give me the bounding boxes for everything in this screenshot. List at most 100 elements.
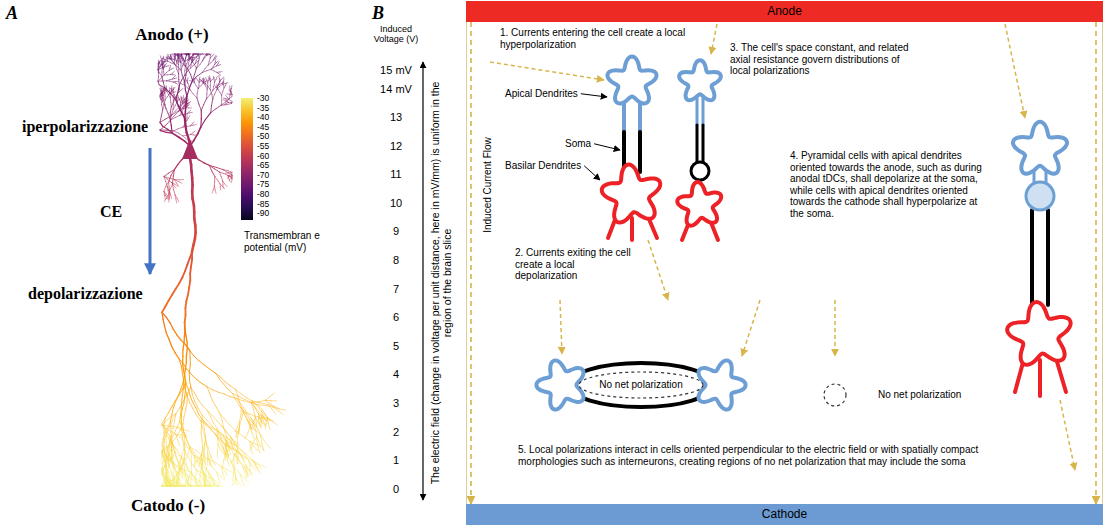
neuron-dendrite <box>161 93 162 95</box>
neuron-dendrite <box>168 179 172 182</box>
neuron-dendrite <box>162 447 167 452</box>
neuron-dendrite <box>194 356 199 361</box>
neuron-dendrite <box>199 54 201 55</box>
neuron-dendrite <box>164 73 166 76</box>
voltage-tick: 5 <box>393 340 399 353</box>
neuron-dendrite <box>231 92 232 94</box>
neuron-dendrite <box>175 195 177 199</box>
neuron-dendrite <box>222 92 223 96</box>
neuron-dendrite <box>172 113 176 115</box>
neuron-dendrite <box>171 472 172 479</box>
neuron-dendrite <box>201 433 203 440</box>
neuron-dendrite <box>164 66 167 68</box>
scale-tick: -60 <box>257 152 269 162</box>
neuron-dendrite <box>174 165 177 170</box>
neuron-dendrite <box>170 98 171 102</box>
neuron-dendrite <box>182 98 184 101</box>
neuron-dendrite <box>162 312 163 319</box>
neuron-dendrite <box>185 70 187 76</box>
neuron-dendrite <box>178 54 179 55</box>
neuron-dendrite <box>162 486 163 487</box>
neuron-dendrite <box>173 444 175 452</box>
neuron-dendrite <box>198 481 199 486</box>
neuron-dendrite <box>217 451 218 458</box>
neuron-dendrite <box>171 57 173 59</box>
neuron-dendrite <box>207 486 210 487</box>
neuron-dendrite <box>234 461 235 469</box>
neuron-dendrite <box>189 458 192 464</box>
neuron-dendrite <box>173 452 175 457</box>
neuron-dendrite <box>230 448 235 451</box>
neuron-dendrite <box>158 80 162 81</box>
neuron-dendrite <box>241 407 245 413</box>
neuron-dendrite <box>187 64 189 69</box>
voltage-tick: 6 <box>393 311 399 324</box>
neuron-dendrite <box>168 170 174 174</box>
neuron-dendrite <box>168 190 169 194</box>
neuron-dendrite <box>222 83 225 85</box>
neuron-dendrite <box>172 68 174 69</box>
neuron-dendrite <box>158 64 160 67</box>
neuron-dendrite <box>167 442 172 447</box>
neuron-dendrite <box>258 422 261 427</box>
neuron-dendrite <box>218 392 224 394</box>
neuron-dendrite <box>166 455 170 459</box>
neuron-dendrite <box>166 80 169 81</box>
neuron-dendrite <box>188 287 189 294</box>
neuron-dendrite <box>261 436 266 443</box>
neuron-dendrite <box>176 110 180 113</box>
neuron-dendrite <box>165 97 167 100</box>
neuron-dendrite <box>182 76 184 81</box>
neuron-dendrite <box>208 448 210 455</box>
neuron-dendrite <box>214 177 215 182</box>
neuron-dendrite <box>184 381 185 388</box>
neuron-dendrite <box>204 79 206 82</box>
leader-line <box>584 166 600 180</box>
neuron-dendrite <box>170 486 171 487</box>
neuron-dendrite <box>196 470 200 476</box>
neuron-dendrite <box>161 62 162 64</box>
neuron-dendrite <box>237 437 238 443</box>
neuron-dendrite <box>201 104 203 110</box>
note: 5. Local polarizations interact in cells… <box>518 444 1003 467</box>
neuron-dendrite <box>175 353 179 359</box>
neuron-dendrite <box>166 481 167 486</box>
neuron-dendrite <box>177 62 179 65</box>
neuron-dendrite <box>210 369 216 373</box>
neuron-dendrite <box>180 107 183 110</box>
neuron-dendrite <box>186 99 188 101</box>
neuron-dendrite <box>194 134 198 140</box>
neuron-dendrite <box>183 99 185 101</box>
neuron-dendrite <box>195 478 196 486</box>
neuron-dendrite <box>226 102 228 103</box>
neuron-dendrite <box>164 92 165 94</box>
neuron-dendrite <box>161 96 163 100</box>
neuron-dendrite <box>177 430 180 436</box>
neuron-dendrite <box>221 104 226 105</box>
neuron-dendrite <box>213 82 215 86</box>
neuron-dendrite <box>185 301 188 308</box>
neuron-dendrite <box>204 82 206 84</box>
neuron-dendrite <box>170 415 172 422</box>
scale-tick: -85 <box>257 200 269 210</box>
neuron-dendrite <box>219 486 223 487</box>
neuron-dendrite <box>180 423 183 430</box>
neuron-dendrite <box>186 55 187 58</box>
neuron-dendrite <box>200 476 203 483</box>
neuron-dendrite <box>172 408 173 415</box>
neuron-dendrite <box>185 479 188 486</box>
neuron-dendrite <box>169 178 174 179</box>
neuron-dendrite <box>265 423 266 429</box>
neuron-dendrite <box>207 54 209 56</box>
neuron-dendrite <box>172 177 174 184</box>
neuron-dendrite <box>169 485 171 486</box>
neuron-dendrite <box>181 88 183 90</box>
neuron-dendrite <box>203 78 204 81</box>
neuron-dendrite <box>169 95 171 98</box>
neuron-dendrite <box>166 79 169 81</box>
neuron-dendrite <box>183 124 185 127</box>
neuron-dendrite <box>190 58 192 61</box>
neuron-dendrite <box>199 81 201 82</box>
neuron-dendrite <box>162 482 164 486</box>
neuron-dendrite <box>171 102 173 106</box>
